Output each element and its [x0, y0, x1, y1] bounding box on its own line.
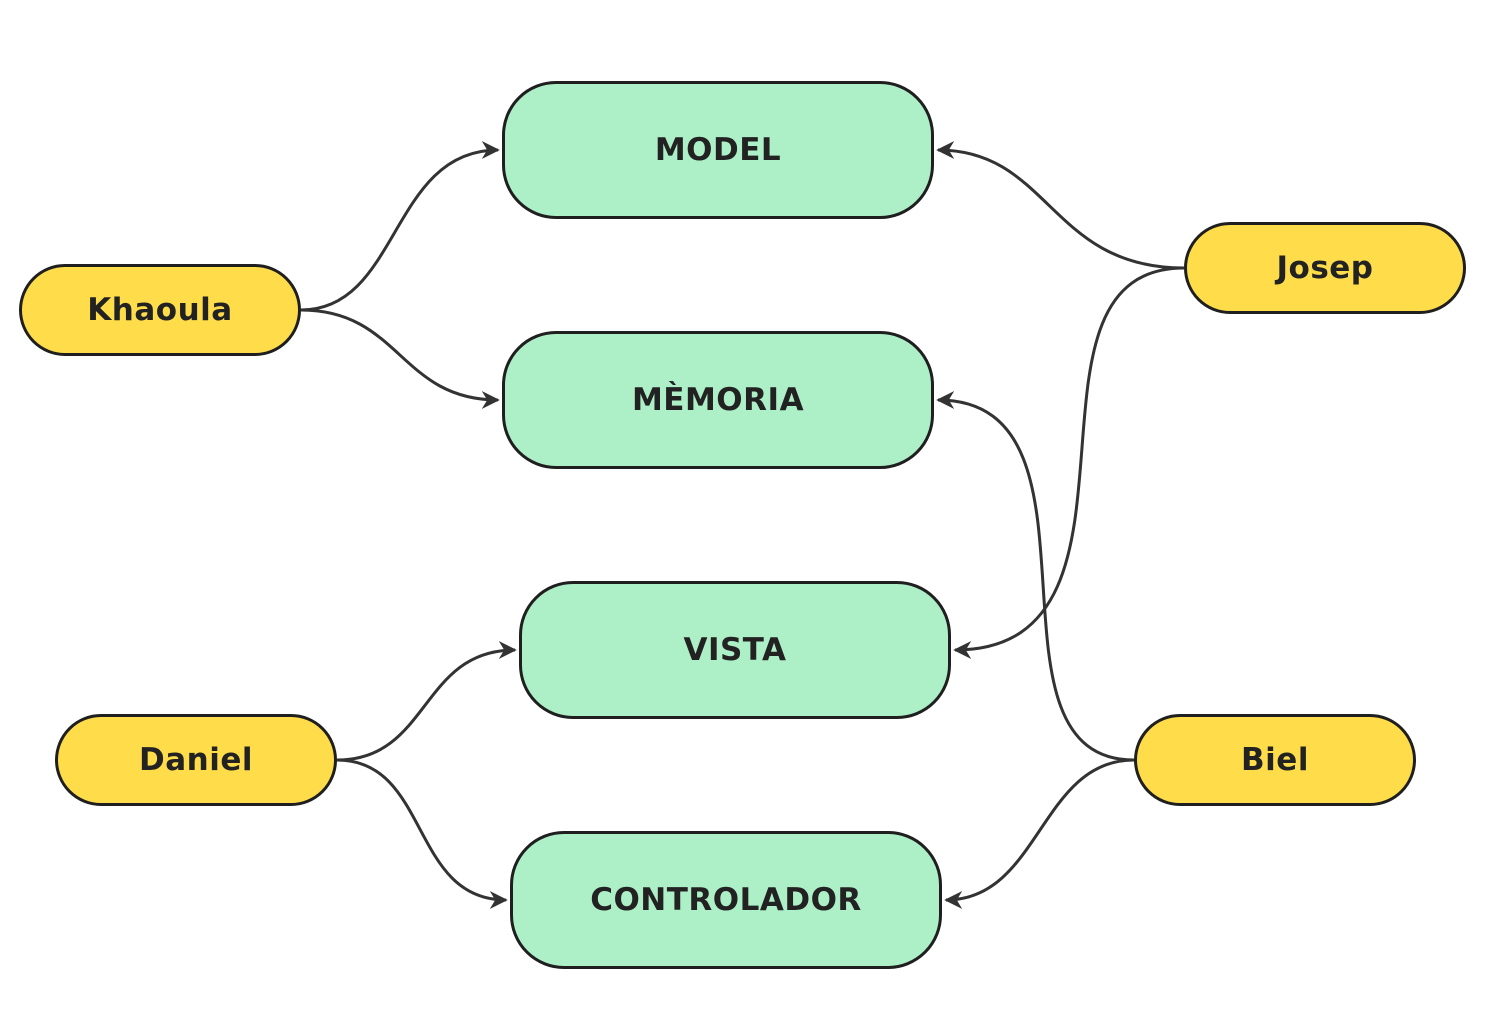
node-vista: VISTA — [519, 581, 951, 719]
edge-khaoula-model — [300, 141, 500, 312]
node-khaoula: Khaoula — [19, 264, 301, 356]
node-controlador: CONTROLADOR — [510, 831, 942, 969]
node-josep: Josep — [1184, 222, 1466, 314]
edge-josep-model — [936, 141, 1185, 270]
node-biel: Biel — [1134, 714, 1416, 806]
edge-daniel-controlador — [336, 758, 508, 909]
node-model: MODEL — [502, 81, 934, 219]
edge-biel-controlador — [944, 758, 1135, 909]
node-daniel: Daniel — [55, 714, 337, 806]
edge-josep-vista — [953, 266, 1185, 659]
edge-daniel-vista — [336, 641, 517, 762]
edge-khaoula-memoria — [300, 308, 500, 409]
node-memoria: MÈMORIA — [502, 331, 934, 469]
edge-biel-memoria — [936, 391, 1135, 762]
